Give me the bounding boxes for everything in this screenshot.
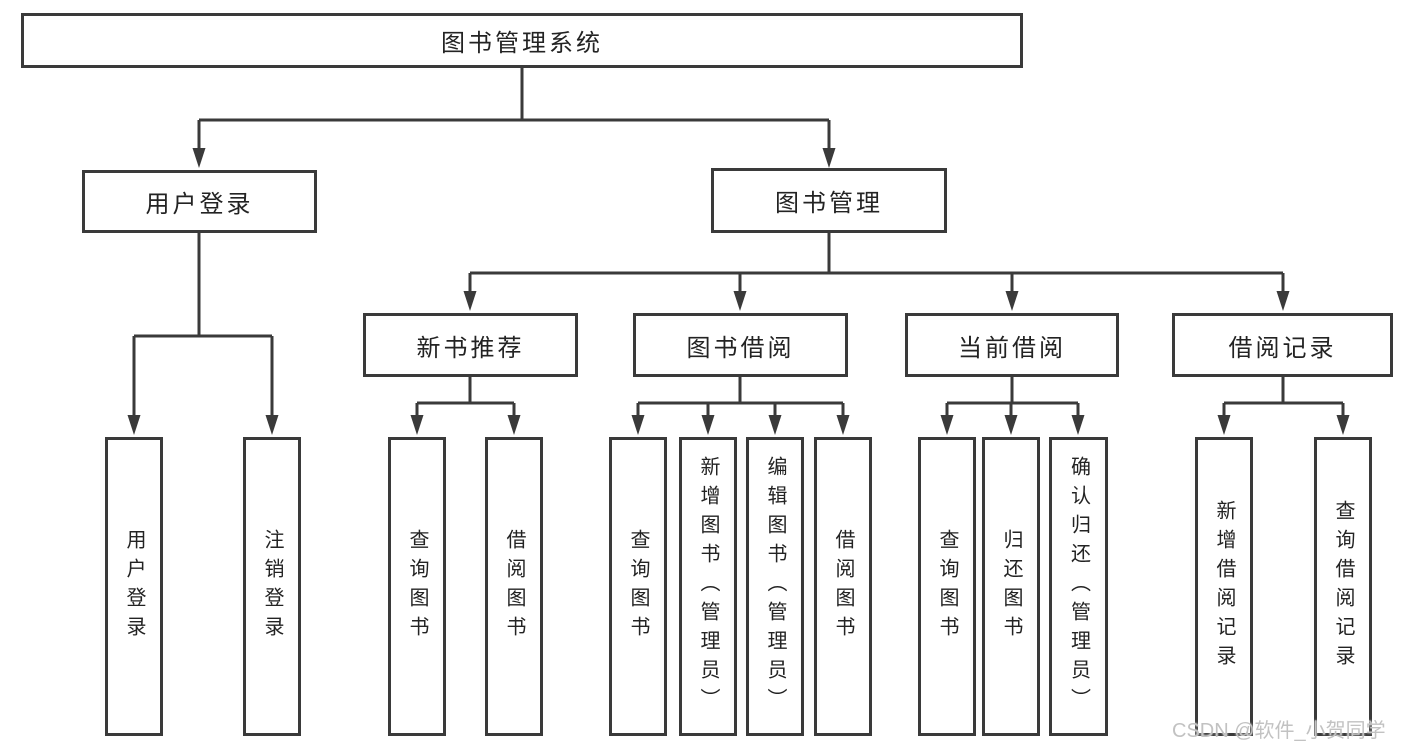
leaf-query-books-2-label: 查询图书 [627,528,649,645]
connector-current-borrow-split [945,377,1080,418]
leaf-query-books-1-label: 查询图书 [406,528,428,645]
arrowhead-icon [1004,415,1018,435]
node-borrowing-records-label: 借阅记录 [1228,334,1337,362]
arrowhead-icon [940,415,954,435]
node-new-book-recommend: 新书推荐 [363,313,578,377]
arrowhead-icon [768,415,782,435]
node-user-login-label: 用户登录 [145,191,254,218]
leaf-borrow-books-1-label: 借阅图书 [503,528,525,645]
node-book-borrowing: 图书借阅 [633,313,848,377]
node-root-label: 图书管理系统 [441,30,603,57]
arrowhead-icon [507,415,521,435]
connector-new-book-split [415,377,516,418]
node-new-book-recommend-label: 新书推荐 [416,334,525,362]
leaf-query-books-2: 查询图书 [609,437,667,736]
connector-book-borrow-split [636,377,845,418]
arrowhead-icon [631,415,645,435]
arrowhead-icon [192,148,206,168]
node-root: 图书管理系统 [21,13,1023,68]
leaf-add-book-admin: 新增图书（管理员） [679,437,737,736]
leaf-query-borrow-record-label: 查询借阅记录 [1332,499,1354,674]
leaf-borrow-books-1: 借阅图书 [485,437,543,736]
connector-lines [132,68,1345,418]
node-user-login: 用户登录 [82,170,317,233]
arrowhead-icon [1071,415,1085,435]
leaf-borrow-books-2-label: 借阅图书 [832,528,854,645]
arrowhead-icon [463,291,477,311]
arrowhead-icons [127,148,1350,435]
watermark: CSDN @软件_小贺同学 [1172,720,1386,742]
leaf-user-login: 用户登录 [105,437,163,736]
leaf-borrow-books-2: 借阅图书 [814,437,872,736]
node-book-management-label: 图书管理 [775,190,883,217]
arrowhead-icon [265,415,279,435]
leaf-add-book-admin-label: 新增图书（管理员） [697,456,719,717]
node-book-management: 图书管理 [711,168,947,233]
arrowhead-icon [1336,415,1350,435]
node-current-borrowing-label: 当前借阅 [958,334,1066,362]
leaf-confirm-return-admin-label: 确认归还（管理员） [1067,456,1090,717]
leaf-confirm-return-admin: 确认归还（管理员） [1049,437,1108,736]
node-book-borrowing-label: 图书借阅 [686,334,795,362]
arrowhead-icon [1276,291,1290,311]
leaf-add-borrow-record-label: 新增借阅记录 [1213,499,1235,674]
arrowhead-icon [127,415,141,435]
arrowhead-icon [1217,415,1231,435]
connector-borrow-record-split [1222,377,1345,418]
connector-user-login-split [132,233,274,418]
leaf-add-borrow-record: 新增借阅记录 [1195,437,1253,736]
leaf-return-book: 归还图书 [982,437,1040,736]
arrowhead-icon [701,415,715,435]
connector-book-mgmt-split [468,233,1285,294]
leaf-query-books-3-label: 查询图书 [936,528,958,645]
arrowhead-icon [836,415,850,435]
leaf-query-books-3: 查询图书 [918,437,976,736]
arrowhead-icon [410,415,424,435]
leaf-logout-label: 注销登录 [261,528,283,645]
node-borrowing-records: 借阅记录 [1172,313,1393,377]
arrowhead-icon [733,291,747,311]
node-current-borrowing: 当前借阅 [905,313,1119,377]
leaf-edit-book-admin: 编辑图书（管理员） [746,437,804,736]
leaf-user-login-label: 用户登录 [123,528,145,645]
leaf-edit-book-admin-label: 编辑图书（管理员） [764,456,786,717]
arrowhead-icon [822,148,836,168]
arrowhead-icon [1005,291,1019,311]
leaf-logout: 注销登录 [243,437,301,736]
leaf-query-borrow-record: 查询借阅记录 [1314,437,1372,736]
leaf-return-book-label: 归还图书 [1000,528,1022,645]
connector-root-split [197,68,831,150]
leaf-query-books-1: 查询图书 [388,437,446,736]
